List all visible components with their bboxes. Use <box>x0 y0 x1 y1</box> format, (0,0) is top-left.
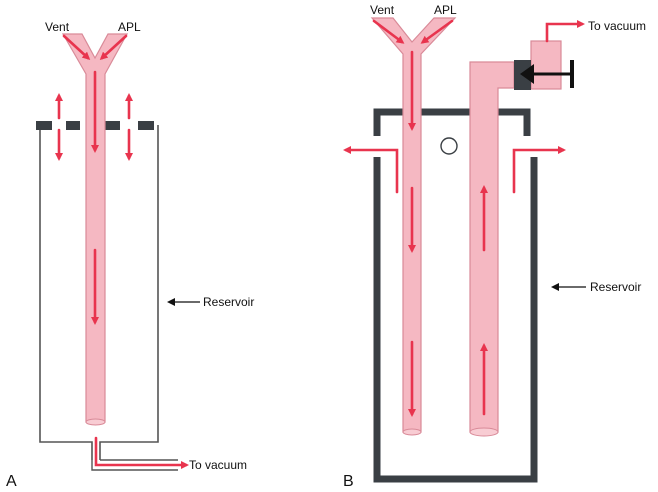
panel-b-valve-plunger <box>520 60 574 88</box>
panel-b-flow-arrows <box>343 19 585 417</box>
panel-b-vacuum-outflow-arrow <box>545 20 585 43</box>
panel-b: Vent APL To vacuum Reservoir B <box>343 3 646 490</box>
panel-b-relief-arrow-right <box>512 146 566 194</box>
panel-b-apl-label: APL <box>434 3 457 17</box>
panel-b-vent-label: Vent <box>370 3 395 17</box>
panel-a: Vent APL Reservoir To vacuum A <box>6 20 254 490</box>
panel-b-port-hole <box>440 137 458 155</box>
panel-b-vent-inflow-arrow <box>372 19 405 44</box>
panel-a-vacuum-label: To vacuum <box>189 458 247 472</box>
panel-b-relief-arrow-left <box>343 146 399 194</box>
panel-a-letter: A <box>6 473 17 490</box>
panel-a-top-cap <box>36 121 154 130</box>
panel-b-vacuum-valve-box <box>530 40 562 90</box>
panel-b-reservoir-label: Reservoir <box>590 280 641 294</box>
panel-b-outlet-tube <box>469 61 515 433</box>
panel-a-tube-opening <box>85 418 106 426</box>
panel-b-letter: B <box>343 473 354 490</box>
panel-b-canister-wall <box>373 157 538 483</box>
panel-b-y-connector <box>370 17 457 433</box>
panel-a-reservoir-label: Reservoir <box>203 295 254 309</box>
panel-b-apl-inflow-arrow <box>420 19 454 44</box>
panel-a-y-connector <box>61 33 129 423</box>
panel-b-inlet-tube-opening <box>402 428 422 436</box>
panel-a-vent-label: Vent <box>45 20 70 34</box>
panel-a-reservoir-wall <box>39 125 159 460</box>
panel-a-vent-inflow-arrow <box>62 34 91 61</box>
panel-a-flow-arrows <box>55 34 189 469</box>
panel-b-vacuum-label: To vacuum <box>588 19 646 33</box>
panel-a-apl-label: APL <box>118 20 141 34</box>
panel-b-top-cap <box>373 108 531 136</box>
panel-a-vacuum-outflow-arrow <box>94 436 189 469</box>
panel-a-apl-inflow-arrow <box>99 34 128 61</box>
panel-a-outlet-pipe <box>91 459 178 471</box>
panel-b-outlet-tube-opening <box>469 427 499 437</box>
